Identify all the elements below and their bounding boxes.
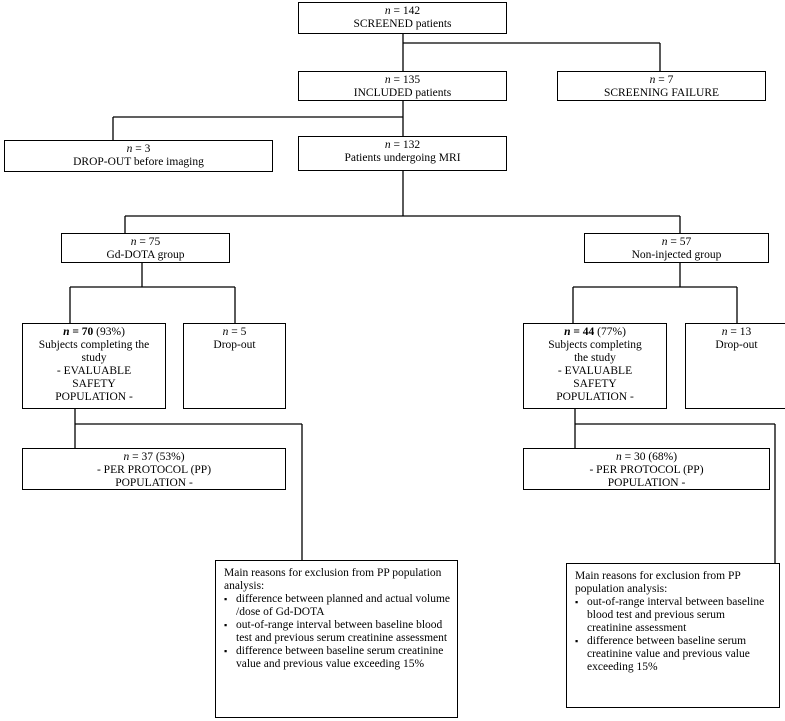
gd-pp-line: POPULATION - (115, 477, 193, 489)
ni-pp-line: POPULATION - (607, 477, 686, 489)
screened-label: SCREENED patients (353, 18, 452, 30)
mri-box: n = 132 Patients undergoing MRI (298, 136, 507, 171)
list-item: out-of-range interval between baseline b… (575, 596, 773, 635)
list-item: difference between baseline serum creati… (575, 635, 773, 674)
non-injected-count: n = 57 (661, 236, 692, 248)
gd-completing-line: POPULATION - (55, 391, 133, 403)
mri-count: n = 132 (384, 139, 421, 151)
gd-group-label: Gd-DOTA group (106, 249, 185, 261)
gd-completing-line: SAFETY (72, 378, 116, 390)
ni-exclusion-reasons: Main reasons for exclusion from PP popul… (566, 563, 780, 708)
gd-group-box: n = 75 Gd-DOTA group (61, 233, 230, 263)
gd-exclusion-list: difference between planned and actual vo… (224, 593, 451, 671)
ni-pp-line: - PER PROTOCOL (PP) (589, 464, 704, 476)
ni-completing-line: Subjects completing (548, 339, 642, 351)
gd-dropout-box: n = 5 Drop-out (183, 323, 286, 409)
ni-completing-count: n = 44 (77%) (564, 326, 626, 338)
mri-label: Patients undergoing MRI (344, 152, 461, 164)
included-label: INCLUDED patients (353, 87, 452, 99)
ni-pp-count: n = 30 (68%) (615, 451, 678, 463)
ni-completing-line: the study (574, 352, 616, 364)
list-item: difference between baseline serum creati… (224, 645, 451, 671)
non-injected-box: n = 57 Non-injected group (584, 233, 769, 263)
ni-completing-line: POPULATION - (556, 391, 634, 403)
screening-failure-count: n = 7 (649, 74, 674, 86)
ni-exclusion-list: out-of-range interval between baseline b… (575, 596, 773, 674)
ni-completing-box: n = 44 (77%) Subjects completing the stu… (523, 323, 667, 409)
list-item: difference between planned and actual vo… (224, 593, 451, 619)
gd-exclusion-reasons: Main reasons for exclusion from PP popul… (215, 560, 458, 718)
dropout-imaging-box: n = 3 DROP-OUT before imaging (4, 140, 273, 172)
gd-pp-count: n = 37 (53%) (123, 451, 185, 463)
screened-box: n = 142 SCREENED patients (298, 2, 507, 34)
included-count: n = 135 (384, 74, 421, 86)
ni-pp-box: n = 30 (68%) - PER PROTOCOL (PP) POPULAT… (523, 448, 770, 490)
gd-pp-box: n = 37 (53%) - PER PROTOCOL (PP) POPULAT… (22, 448, 286, 490)
non-injected-label: Non-injected group (631, 249, 722, 261)
gd-completing-box: n = 70 (93%) Subjects completing the stu… (22, 323, 166, 409)
ni-completing-line: SAFETY (573, 378, 617, 390)
gd-group-count: n = 75 (130, 236, 161, 248)
dropout-imaging-label: DROP-OUT before imaging (73, 156, 204, 168)
gd-completing-count: n = 70 (93%) (63, 326, 125, 338)
screening-failure-label: SCREENING FAILURE (603, 87, 720, 99)
ni-dropout-box: n = 13 Drop-out (685, 323, 785, 409)
gd-dropout-count: n = 5 (222, 326, 247, 338)
dropout-imaging-count: n = 3 (126, 143, 151, 155)
list-item: out-of-range interval between baseline b… (224, 619, 451, 645)
screened-count: n = 142 (384, 5, 421, 17)
gd-completing-line: - EVALUABLE (56, 365, 132, 377)
ni-exclusion-title: Main reasons for exclusion from PP popul… (575, 570, 741, 595)
gd-exclusion-title: Main reasons for exclusion from PP popul… (224, 567, 442, 592)
gd-completing-line: study (81, 352, 107, 364)
screening-failure-box: n = 7 SCREENING FAILURE (557, 71, 766, 101)
gd-dropout-label: Drop-out (213, 339, 256, 351)
ni-completing-line: - EVALUABLE (557, 365, 633, 377)
ni-dropout-count: n = 13 (721, 326, 752, 338)
included-box: n = 135 INCLUDED patients (298, 71, 507, 101)
gd-pp-line: - PER PROTOCOL (PP) (96, 464, 212, 476)
gd-completing-line: Subjects completing the (38, 339, 150, 351)
ni-dropout-label: Drop-out (715, 339, 758, 351)
